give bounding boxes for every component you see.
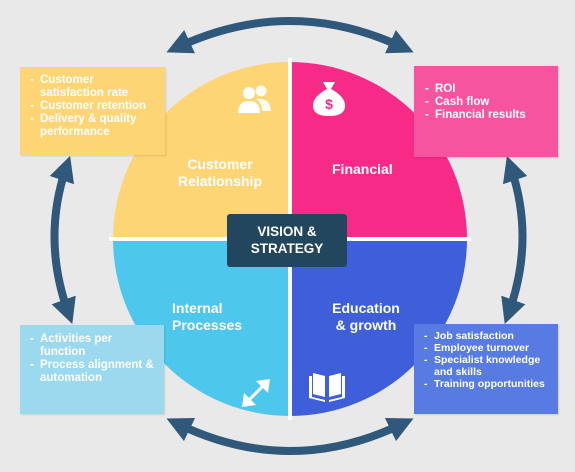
metric-item: Delivery & quality performance [30, 113, 159, 139]
expand-arrows-icon [242, 379, 270, 407]
metric-item: Job satisfaction [424, 330, 554, 342]
center-title-line: STRATEGY [250, 241, 324, 256]
metric-item: ROI [425, 83, 552, 96]
arrow-left [49, 155, 76, 325]
metric-item: Cash flow [425, 96, 552, 109]
quadrant-label-financial: Financial [332, 161, 393, 178]
arrow-bottom [166, 418, 414, 455]
quadrant-label-customer: Customer Relationship [170, 156, 270, 190]
users-icon [238, 85, 271, 113]
book-icon [309, 373, 345, 402]
metric-item: Activities per function [30, 333, 158, 359]
quadrant-title-line: Customer [187, 156, 253, 172]
quadrant-education [290, 239, 467, 416]
metric-item: Training opportunities [424, 378, 554, 390]
quadrant-label-internal: Internal Processes [172, 300, 242, 334]
metric-item: Employee turnover [424, 342, 554, 354]
money-bag-icon: $ [312, 82, 346, 116]
quadrant-internal [113, 239, 290, 416]
metric-item: Process alignment & automation [30, 359, 158, 385]
financial-metrics-card: ROI Cash flow Financial results [414, 66, 558, 157]
quadrant-title-line: Education [332, 300, 400, 316]
internal-processes-metrics-card: Activities per function Process alignmen… [20, 325, 164, 414]
center-title-line: VISION & [257, 224, 317, 239]
metric-item: Customer satisfaction rate [30, 74, 159, 100]
quadrant-title-line: Financial [332, 161, 393, 177]
quadrant-title-line: Processes [172, 317, 243, 333]
metric-item: Specialist knowledge and skills [424, 354, 554, 378]
svg-text:$: $ [325, 96, 333, 112]
arrow-right [501, 155, 528, 325]
metric-item: Financial results [425, 109, 552, 122]
metric-item: Customer retention [30, 100, 159, 113]
quadrant-label-education: Education & growth [323, 300, 409, 334]
quadrant-title-line: & growth [335, 317, 397, 333]
vision-strategy-box: VISION & STRATEGY [227, 214, 347, 267]
quadrant-title-line: Internal [172, 300, 223, 316]
quadrant-title-line: Relationship [177, 173, 262, 189]
arrow-top [166, 17, 414, 54]
customer-metrics-card: Customer satisfaction rate Customer rete… [20, 67, 165, 155]
education-growth-metrics-card: Job satisfaction Employee turnover Speci… [414, 324, 558, 414]
